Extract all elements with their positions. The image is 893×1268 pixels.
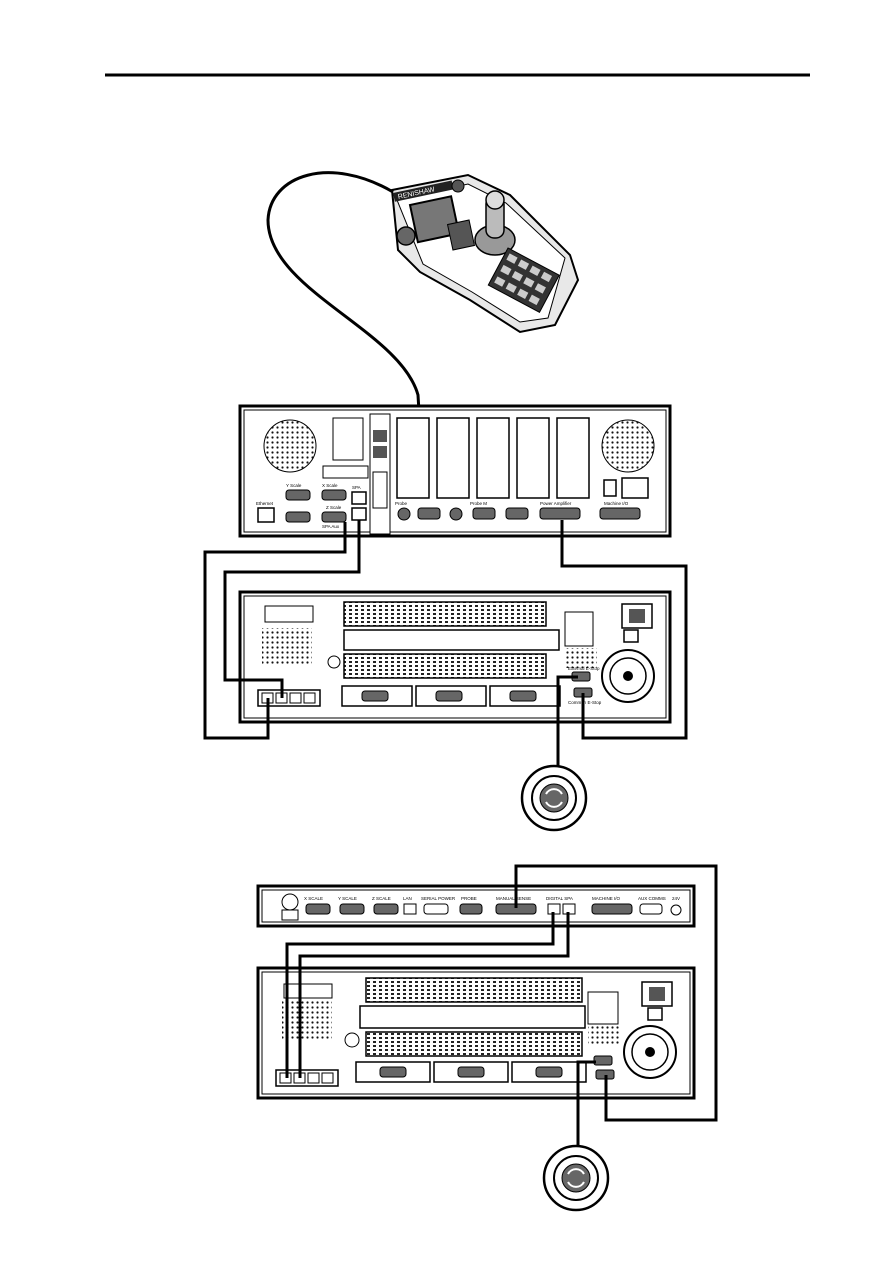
- controller-bottom: X SCALE Y SCALE Z SCALE LAN SERIAL POWER…: [256, 884, 696, 928]
- amp2-external-estop-port[interactable]: [593, 1055, 613, 1066]
- label-b-probe: PROBE: [461, 896, 477, 901]
- bottom-y-scale-port[interactable]: [339, 903, 365, 915]
- label-b-machine-io: MACHINE I/O: [592, 896, 621, 901]
- z-scale-port[interactable]: [285, 511, 311, 523]
- label-common-estop: Common E-Stop: [568, 700, 602, 705]
- power-switch[interactable]: [603, 479, 617, 497]
- bottom-machine-io-port[interactable]: [591, 903, 633, 915]
- fan-right: [601, 419, 655, 473]
- x-scale-port[interactable]: [321, 489, 347, 501]
- spa-port-b[interactable]: [351, 507, 367, 521]
- pendant-estop-button[interactable]: [396, 226, 416, 246]
- label-b-manual-sense: MANUAL SENSE: [496, 896, 531, 901]
- label-x-scale: X Scale: [322, 483, 338, 488]
- bottom-x-scale-port[interactable]: [305, 903, 331, 915]
- spa-aux-port[interactable]: [321, 511, 347, 523]
- estop-switch-1[interactable]: [520, 764, 588, 832]
- label-z-scale: Z Scale: [326, 505, 342, 510]
- bottom-lan-port[interactable]: [403, 903, 417, 915]
- fan-left: [263, 419, 317, 473]
- amplifier-bottom: [256, 966, 696, 1100]
- spa-port-a[interactable]: [351, 491, 367, 505]
- pendant-port[interactable]: [417, 507, 441, 520]
- amp-rj-port-4[interactable]: [303, 692, 316, 704]
- estop-switch-2[interactable]: [542, 1144, 610, 1212]
- label-power-amp: Power Amplifier: [540, 501, 572, 506]
- bottom-probe-port[interactable]: [459, 903, 483, 915]
- controller-top: Y Scale X Scale Z Scale SPA SPA Aux Prob…: [238, 404, 672, 538]
- label-ethernet: Ethernet: [256, 501, 274, 506]
- probe-m-port[interactable]: [449, 507, 463, 521]
- cables-bottom: [285, 864, 718, 1160]
- label-probe-m: Probe M: [470, 501, 487, 506]
- label-b-x-scale: X SCALE: [304, 896, 323, 901]
- label-b-serial-power: SERIAL POWER: [421, 896, 456, 901]
- label-b-z-scale: Z SCALE: [372, 896, 391, 901]
- bottom-aux-comms-port[interactable]: [639, 903, 663, 915]
- probe-port[interactable]: [397, 507, 411, 521]
- label-b-24v: 24V: [672, 896, 680, 901]
- machine-io-port[interactable]: [599, 507, 641, 520]
- power-amplifier-port[interactable]: [539, 507, 581, 520]
- bottom-z-scale-port[interactable]: [373, 903, 399, 915]
- amp2-rj-port-3[interactable]: [307, 1072, 320, 1084]
- ethernet-port[interactable]: [257, 507, 275, 523]
- label-b-digital-spa: DIGITAL SPA: [546, 896, 573, 901]
- label-probe: Probe: [395, 501, 408, 506]
- label-external-estop: External E-Stop: [568, 666, 600, 671]
- label-spa-aux: SPA Aux: [322, 524, 340, 529]
- amp-rj-port-3[interactable]: [289, 692, 302, 704]
- bottom-24v-port[interactable]: [670, 904, 682, 916]
- amp2-rj-port-4[interactable]: [321, 1072, 334, 1084]
- label-machine-io: Machine I/O: [604, 501, 629, 506]
- pendant-cable: [266, 171, 427, 513]
- label-spa: SPA: [352, 485, 361, 490]
- y-scale-port[interactable]: [285, 489, 311, 501]
- bottom-serial-power-port[interactable]: [423, 903, 449, 915]
- joystick-pendant: RENISHAW: [390, 173, 580, 334]
- label-y-scale: Y Scale: [286, 483, 302, 488]
- label-b-y-scale: Y SCALE: [338, 896, 357, 901]
- label-b-lan: LAN: [403, 896, 412, 901]
- pendant-keypad: [487, 247, 560, 313]
- power-inlet[interactable]: [621, 477, 649, 499]
- cables-top: [203, 520, 688, 785]
- amplifier-top: External E-Stop Common E-Stop: [238, 590, 672, 724]
- label-b-aux-comms: AUX COMMS: [638, 896, 666, 901]
- amp-power-switch[interactable]: [623, 629, 639, 643]
- amp2-power-switch[interactable]: [647, 1007, 663, 1021]
